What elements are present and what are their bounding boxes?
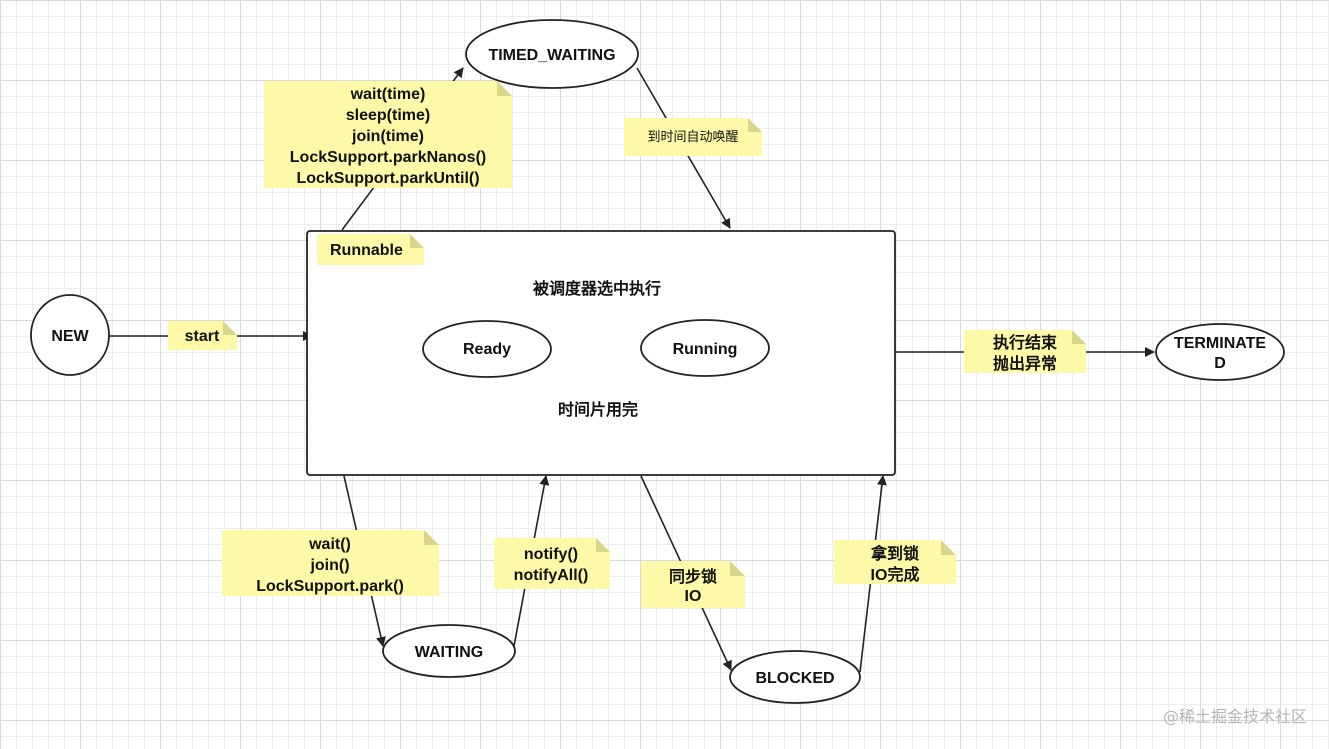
- note-finished: 执行结束: [993, 333, 1058, 352]
- note-scheduled: 被调度器选中执行: [526, 278, 668, 298]
- note-to-terminated: 执行结束 抛出异常: [964, 330, 1086, 373]
- state-waiting-label: WAITING: [415, 644, 483, 661]
- note-join-time: join(time): [351, 128, 424, 145]
- note-park-nanos: LockSupport.parkNanos(): [290, 149, 486, 166]
- state-blocked: BLOCKED: [729, 650, 861, 704]
- state-terminated: TERMINATE D: [1155, 323, 1285, 381]
- state-new: NEW: [30, 294, 110, 376]
- watermark: @稀土掘金技术社区: [1162, 707, 1307, 726]
- note-from-blocked: 拿到锁 IO完成: [834, 540, 956, 584]
- note-io: IO: [685, 588, 702, 605]
- state-ready-label: Ready: [463, 341, 511, 358]
- note-sync-lock: 同步锁: [669, 567, 717, 586]
- note-exception: 抛出异常: [993, 354, 1057, 373]
- note-scheduled-text: 被调度器选中执行: [533, 279, 661, 298]
- note-notify: notify(): [524, 546, 578, 563]
- note-to-timed-waiting: wait(time) sleep(time) join(time) LockSu…: [264, 81, 512, 188]
- note-notify-all: notifyAll(): [514, 567, 589, 584]
- note-wait-time: wait(time): [350, 86, 426, 103]
- state-terminated-label-line1: TERMINATE: [1174, 335, 1266, 352]
- note-sleep-time: sleep(time): [346, 107, 430, 124]
- state-new-label: NEW: [51, 328, 89, 345]
- note-start-text: start: [185, 328, 220, 345]
- note-wait: wait(): [308, 536, 351, 553]
- state-running: Running: [640, 319, 770, 377]
- note-park: LockSupport.park(): [256, 578, 404, 595]
- note-timed-wakeup-text: 到时间自动唤醒: [647, 129, 738, 144]
- state-timed-waiting-label: TIMED_WAITING: [488, 47, 615, 64]
- note-timeslice: 时间片用完: [553, 399, 643, 419]
- note-join: join(): [309, 557, 349, 574]
- state-running-label: Running: [673, 341, 738, 358]
- note-timeslice-text: 时间片用完: [558, 400, 638, 419]
- note-runnable: Runnable: [317, 234, 424, 265]
- state-runnable: [306, 230, 896, 476]
- state-waiting: WAITING: [382, 624, 516, 678]
- note-park-until: LockSupport.parkUntil(): [296, 170, 479, 187]
- note-runnable-text: Runnable: [330, 242, 403, 259]
- note-to-waiting: wait() join() LockSupport.park(): [222, 530, 439, 596]
- note-to-blocked: 同步锁 IO: [641, 561, 745, 608]
- note-got-lock: 拿到锁: [870, 544, 919, 563]
- state-timed-waiting: TIMED_WAITING: [465, 19, 639, 89]
- note-timed-wakeup: 到时间自动唤醒: [624, 118, 762, 156]
- state-blocked-label: BLOCKED: [755, 670, 834, 687]
- note-start: start: [168, 321, 237, 350]
- state-ready: Ready: [422, 320, 552, 378]
- note-io-done: IO完成: [871, 565, 920, 584]
- state-terminated-label-line2: D: [1214, 355, 1226, 372]
- note-from-waiting: notify() notifyAll(): [494, 538, 610, 589]
